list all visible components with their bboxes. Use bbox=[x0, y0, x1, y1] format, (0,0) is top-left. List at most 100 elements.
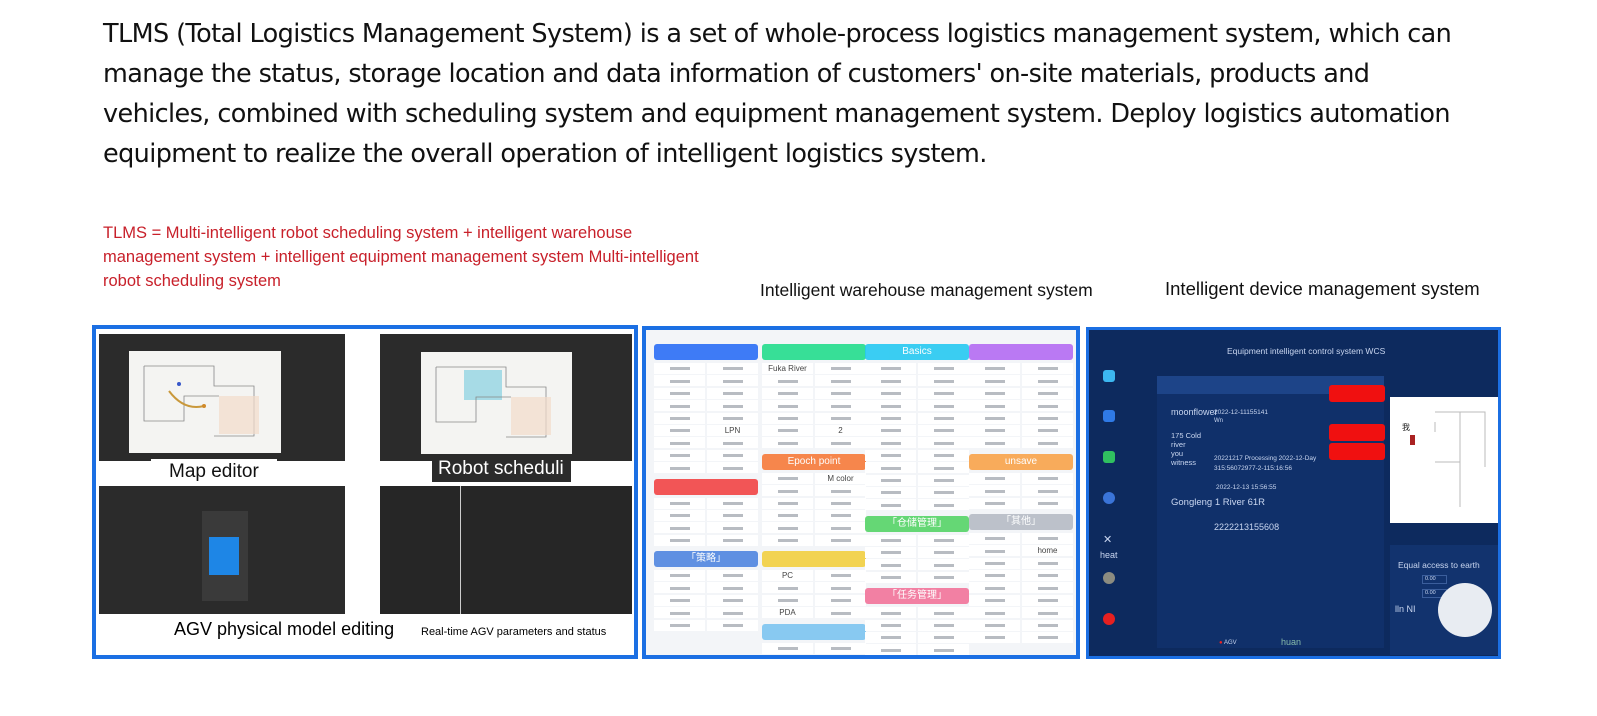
joystick[interactable] bbox=[1438, 583, 1492, 637]
menu-item[interactable] bbox=[654, 387, 705, 399]
module-header[interactable]: 「策略」 bbox=[654, 551, 758, 568]
menu-item[interactable] bbox=[707, 497, 758, 509]
menu-item[interactable]: PC bbox=[762, 570, 813, 582]
menu-item[interactable] bbox=[815, 570, 866, 582]
module-header[interactable] bbox=[762, 623, 866, 640]
menu-item[interactable] bbox=[1022, 607, 1073, 619]
menu-item[interactable] bbox=[654, 570, 705, 582]
menu-item[interactable] bbox=[815, 363, 866, 374]
menu-item[interactable] bbox=[969, 363, 1020, 374]
menu-item[interactable] bbox=[1022, 387, 1073, 399]
menu-item[interactable] bbox=[969, 557, 1020, 569]
menu-item[interactable] bbox=[815, 387, 866, 399]
menu-item[interactable] bbox=[1022, 472, 1073, 484]
task-icon[interactable] bbox=[1103, 370, 1115, 382]
menu-item[interactable] bbox=[918, 462, 969, 474]
menu-item[interactable] bbox=[969, 437, 1020, 449]
menu-item[interactable] bbox=[918, 387, 969, 399]
avatar-icon[interactable] bbox=[1103, 572, 1115, 584]
menu-item[interactable] bbox=[815, 655, 866, 659]
menu-item[interactable] bbox=[865, 644, 916, 655]
module-header[interactable] bbox=[969, 344, 1073, 360]
menu-item[interactable] bbox=[969, 570, 1020, 582]
menu-item[interactable] bbox=[815, 582, 866, 594]
menu-item[interactable] bbox=[815, 485, 866, 497]
menu-item[interactable]: 2 bbox=[815, 424, 866, 436]
menu-item[interactable] bbox=[1022, 532, 1073, 544]
menu-item[interactable] bbox=[865, 571, 916, 583]
menu-item[interactable] bbox=[707, 509, 758, 521]
delete-button[interactable] bbox=[1329, 443, 1385, 460]
menu-item[interactable]: Fuka River bbox=[762, 363, 813, 374]
menu-item[interactable] bbox=[762, 375, 813, 387]
menu-item[interactable] bbox=[969, 607, 1020, 619]
menu-item[interactable] bbox=[969, 545, 1020, 557]
menu-item[interactable] bbox=[969, 472, 1020, 484]
menu-item[interactable] bbox=[865, 534, 916, 546]
menu-item[interactable] bbox=[1022, 412, 1073, 424]
module-header[interactable]: Basics bbox=[865, 344, 969, 360]
menu-item[interactable] bbox=[918, 632, 969, 644]
menu-item[interactable] bbox=[815, 607, 866, 619]
menu-item[interactable] bbox=[654, 509, 705, 521]
menu-item[interactable] bbox=[1022, 570, 1073, 582]
menu-item[interactable]: M color bbox=[815, 472, 866, 484]
chart-icon[interactable] bbox=[1103, 451, 1115, 463]
tools-icon[interactable]: ✕ bbox=[1103, 534, 1113, 546]
menu-item[interactable] bbox=[865, 486, 916, 498]
menu-item[interactable] bbox=[654, 424, 705, 436]
module-header[interactable]: 「任务管理」 bbox=[865, 588, 969, 605]
menu-item[interactable] bbox=[654, 594, 705, 606]
menu-item[interactable] bbox=[969, 497, 1020, 509]
menu-item[interactable]: PDA bbox=[762, 607, 813, 619]
menu-item[interactable] bbox=[1022, 594, 1073, 606]
menu-item[interactable] bbox=[969, 375, 1020, 387]
menu-item[interactable] bbox=[707, 449, 758, 461]
menu-item[interactable] bbox=[707, 594, 758, 606]
menu-item[interactable] bbox=[815, 642, 866, 654]
menu-item[interactable] bbox=[918, 412, 969, 424]
menu-item[interactable] bbox=[707, 437, 758, 449]
menu-item[interactable] bbox=[815, 534, 866, 546]
menu-item[interactable] bbox=[762, 497, 813, 509]
menu-item[interactable] bbox=[1022, 582, 1073, 594]
menu-item[interactable] bbox=[707, 522, 758, 534]
menu-item[interactable] bbox=[707, 534, 758, 546]
menu-item[interactable] bbox=[865, 607, 916, 619]
menu-item[interactable] bbox=[1022, 363, 1073, 374]
module-header[interactable] bbox=[762, 344, 866, 360]
menu-item[interactable] bbox=[865, 474, 916, 486]
manage-icon[interactable] bbox=[1103, 410, 1115, 422]
module-header[interactable] bbox=[654, 478, 758, 495]
menu-item[interactable] bbox=[918, 534, 969, 546]
module-header[interactable]: Epoch point bbox=[762, 453, 866, 470]
menu-item[interactable] bbox=[865, 619, 916, 631]
menu-item[interactable] bbox=[918, 449, 969, 461]
menu-item[interactable] bbox=[918, 547, 969, 559]
menu-item[interactable] bbox=[762, 437, 813, 449]
menu-item[interactable] bbox=[969, 594, 1020, 606]
menu-item[interactable] bbox=[865, 437, 916, 449]
menu-item[interactable] bbox=[762, 582, 813, 594]
module-header[interactable] bbox=[762, 551, 866, 568]
menu-item[interactable] bbox=[865, 449, 916, 461]
menu-item[interactable] bbox=[1022, 375, 1073, 387]
menu-item[interactable] bbox=[762, 594, 813, 606]
menu-item[interactable] bbox=[865, 400, 916, 412]
menu-item[interactable] bbox=[762, 485, 813, 497]
menu-item[interactable] bbox=[707, 375, 758, 387]
menu-item[interactable] bbox=[762, 655, 813, 659]
menu-item[interactable] bbox=[654, 607, 705, 619]
menu-item[interactable] bbox=[762, 522, 813, 534]
menu-item[interactable] bbox=[707, 570, 758, 582]
menu-item[interactable] bbox=[815, 400, 866, 412]
menu-item[interactable] bbox=[865, 412, 916, 424]
menu-item[interactable] bbox=[815, 375, 866, 387]
menu-item[interactable] bbox=[1022, 632, 1073, 644]
menu-item[interactable] bbox=[707, 412, 758, 424]
menu-item[interactable] bbox=[1022, 619, 1073, 631]
menu-item[interactable] bbox=[969, 619, 1020, 631]
menu-item[interactable] bbox=[918, 559, 969, 571]
delete-button[interactable] bbox=[1329, 424, 1385, 441]
menu-item[interactable] bbox=[918, 474, 969, 486]
